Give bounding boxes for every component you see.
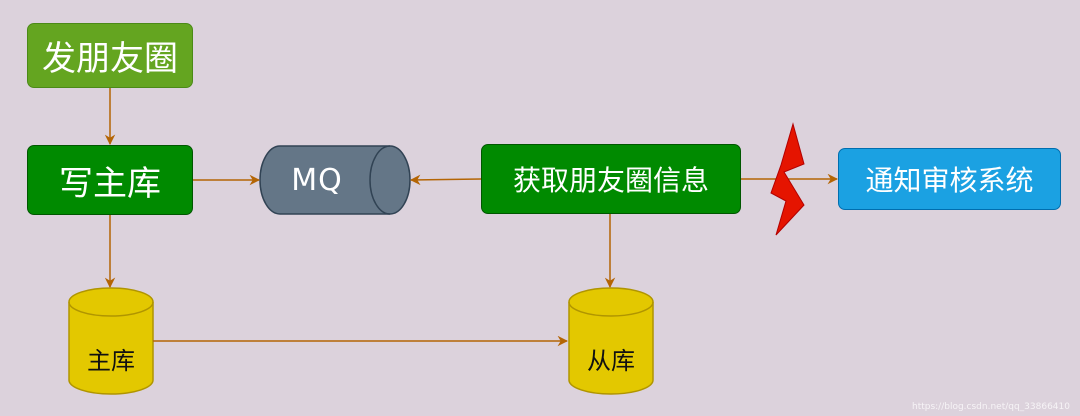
failure-lightning-icon — [770, 122, 805, 236]
notify-audit-node: 通知审核系统 — [838, 148, 1061, 210]
master-db-label: 主库 — [87, 346, 135, 375]
fetch-moments-node: 获取朋友圈信息 — [481, 144, 741, 214]
master-db-cylinder — [68, 287, 154, 395]
message-queue-label: MQ — [291, 162, 343, 198]
watermark-text: https://blog.csdn.net/qq_33866410 — [911, 402, 1070, 412]
edge-fetch-to-mq — [409, 174, 482, 186]
write-master-node: 写主库 — [27, 145, 193, 215]
post-moments-node: 发朋友圈 — [27, 23, 193, 88]
slave-db-cylinder — [568, 287, 654, 395]
slave-db-label: 从库 — [587, 346, 635, 375]
message-queue-cylinder — [259, 145, 411, 215]
